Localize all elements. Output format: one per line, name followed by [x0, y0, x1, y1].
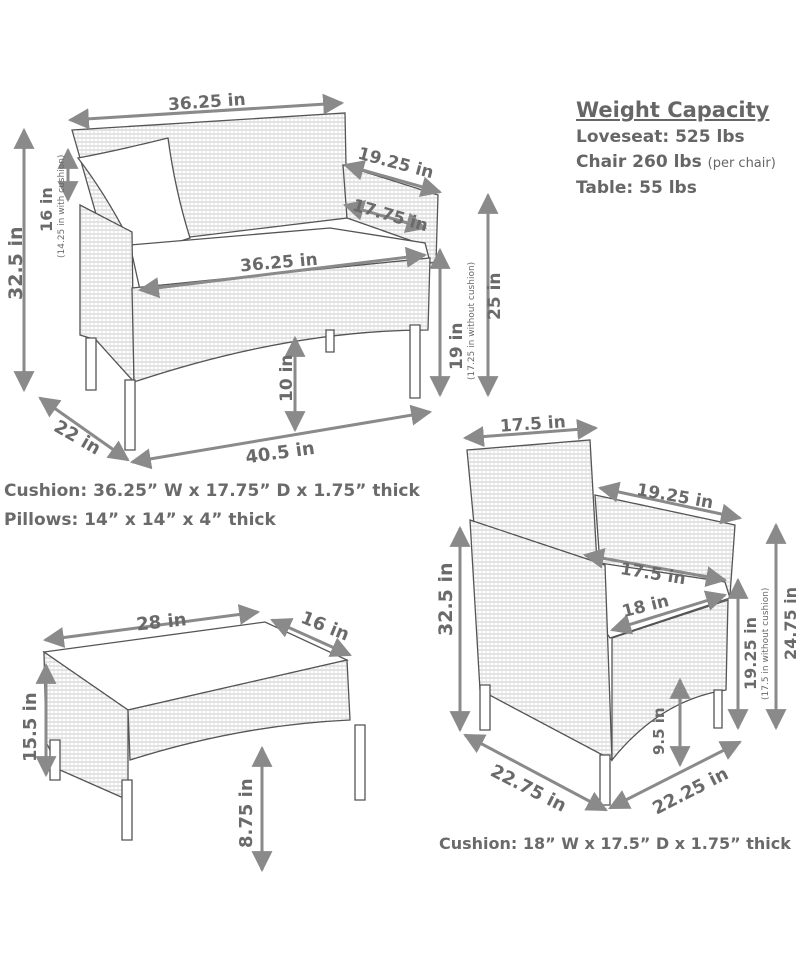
table-capacity: Table: 55 lbs — [576, 178, 697, 198]
loveseat-seat-height-note: (17.25 in without cushion) — [467, 262, 477, 380]
table-height-label: 15.5 in — [20, 692, 41, 762]
loveseat-arm-height-label: 25 in — [485, 272, 505, 320]
table-width-label: 28 in — [135, 609, 187, 635]
loveseat-pillows-note: Pillows: 14” x 14” x 4” thick — [4, 510, 276, 530]
loveseat-total-height-label: 32.5 in — [5, 226, 27, 300]
chair-arm-height-label: 24.75 in — [781, 587, 800, 660]
chair-cushion-note: Cushion: 18” W x 17.5” D x 1.75” thick — [439, 834, 791, 853]
chair-capacity: Chair 260 lbs — [576, 152, 702, 172]
chair-capacity-row: Chair 260 lbs (per chair) — [576, 150, 776, 176]
chair-clearance-label: 9.5 in — [650, 707, 668, 755]
chair-total-height-label: 32.5 in — [435, 562, 457, 636]
loveseat-cushion-note: Cushion: 36.25” W x 17.75” D x 1.75” thi… — [4, 481, 420, 501]
chair-seat-height-label: 19.25 in — [741, 617, 760, 690]
table-drawing — [42, 621, 366, 841]
loveseat-back-height-label: 16 in — [37, 187, 56, 232]
chair-depth-label: 22.25 in — [649, 763, 732, 819]
chair-back-width-label: 17.5 in — [499, 412, 566, 437]
loveseat-back-height-note: (14.25 in with cushion) — [57, 155, 67, 258]
table-clearance-label: 8.75 in — [236, 778, 257, 848]
loveseat-top-width-label: 36.25 in — [167, 90, 246, 115]
loveseat-capacity: Loveseat: 525 lbs — [576, 127, 745, 147]
dimension-arrows — [13, 93, 787, 873]
loveseat-clearance-label: 10 in — [277, 354, 297, 402]
weight-capacity-title: Weight Capacity — [576, 98, 770, 122]
loveseat-seat-height-label: 19 in — [447, 322, 467, 370]
chair-seat-height-note: (17.5 in without cushion) — [761, 588, 771, 700]
table-depth-label: 16 in — [298, 607, 353, 645]
chair-capacity-note: (per chair) — [707, 156, 776, 171]
weight-capacity-block: Weight Capacity Loveseat: 525 lbs Chair … — [576, 98, 776, 201]
